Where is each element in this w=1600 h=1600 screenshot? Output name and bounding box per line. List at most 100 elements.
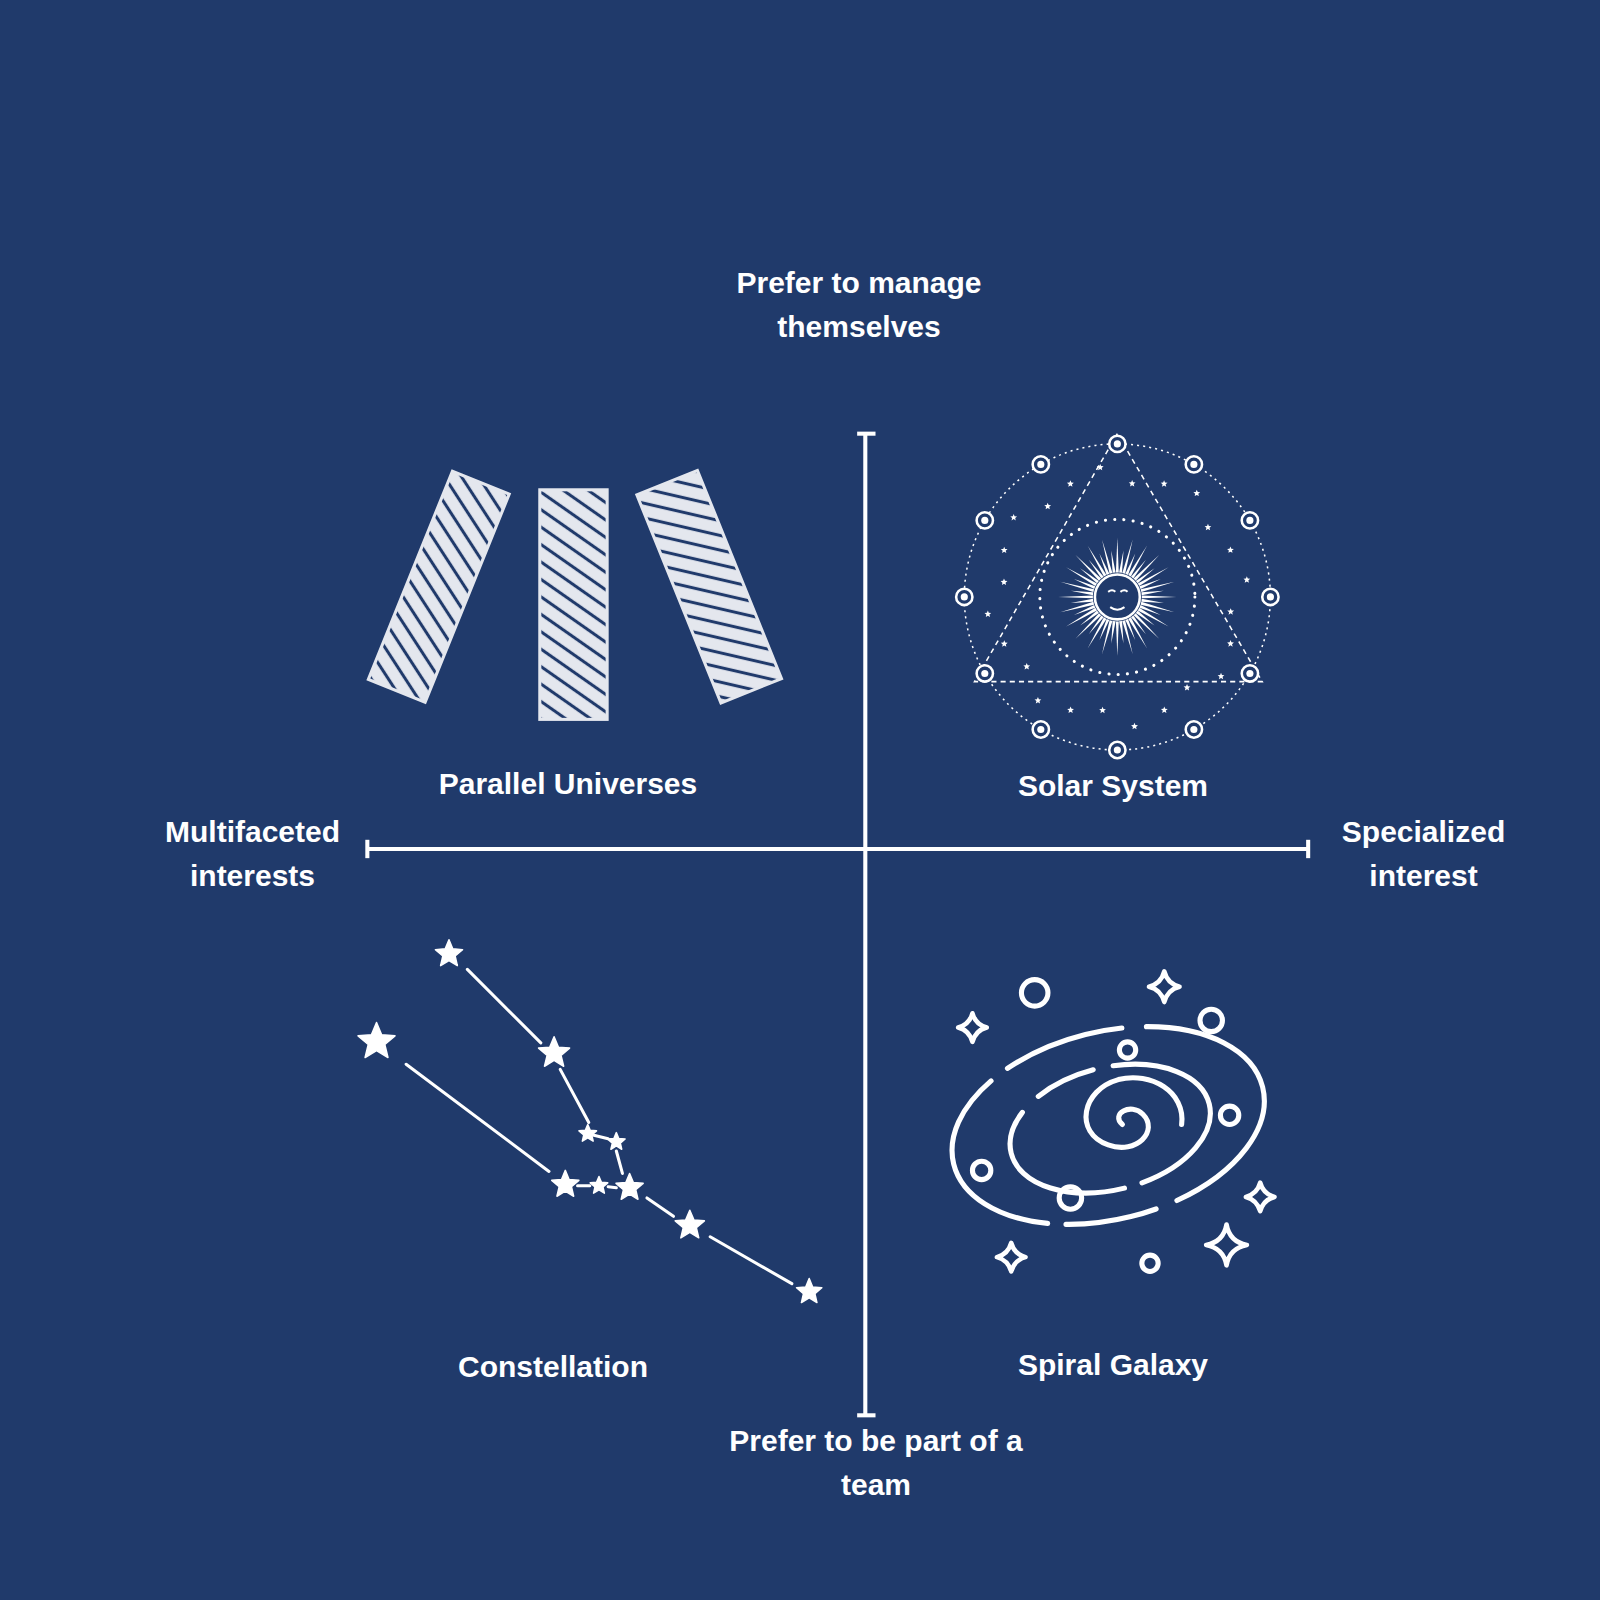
illustration-stroke — [1067, 707, 1074, 713]
illustration-stroke — [1023, 663, 1030, 669]
axis-label: Prefer to manage themselves — [704, 261, 1014, 349]
illustration-stroke — [1246, 670, 1253, 677]
illustration-stroke — [1243, 576, 1250, 582]
illustration-stroke — [1227, 640, 1234, 647]
illustration-stroke — [1040, 519, 1195, 674]
illustration-stroke — [1071, 599, 1093, 603]
illustration-stroke — [1111, 550, 1115, 572]
illustration-stroke — [1227, 608, 1234, 615]
illustration-stroke — [977, 512, 993, 528]
illustration-stroke — [1193, 490, 1200, 496]
illustration-stroke — [1161, 480, 1168, 486]
illustration-stroke — [1086, 1078, 1182, 1148]
illustration-stroke — [1142, 1255, 1158, 1271]
illustration-stroke — [1139, 605, 1160, 615]
illustration-stroke — [467, 969, 540, 1042]
illustration-stroke — [1246, 517, 1253, 524]
illustration-stroke — [1200, 1009, 1222, 1031]
illustration-stroke — [1001, 579, 1008, 585]
illustration-stroke — [1246, 1183, 1275, 1212]
illustration-stroke — [616, 1173, 643, 1199]
illustration-stroke — [368, 471, 509, 702]
axis-label: Specialized interest — [1301, 810, 1546, 898]
illustration-stroke — [1186, 456, 1202, 472]
illustration-stroke — [797, 1279, 822, 1303]
illustration-stroke — [997, 1243, 1026, 1272]
illustration-stroke — [1138, 567, 1169, 586]
illustration-stroke — [1119, 621, 1123, 643]
illustration-stroke — [540, 490, 607, 720]
illustration-stroke — [1114, 746, 1121, 753]
illustration-stroke — [1071, 591, 1093, 595]
illustration-stroke — [972, 1161, 990, 1179]
axis-label: Multifaceted interests — [130, 810, 375, 898]
illustration-stroke — [1267, 593, 1274, 600]
illustration-stroke — [1109, 742, 1125, 758]
illustration-stroke — [1114, 440, 1121, 447]
axis-label: Prefer to be part of a team — [691, 1419, 1061, 1507]
illustration-stroke — [1190, 461, 1197, 468]
illustration-stroke — [1125, 554, 1135, 575]
illustration-stroke — [1102, 620, 1112, 654]
illustration-stroke — [367, 847, 1308, 851]
illustration-stroke — [1001, 640, 1008, 647]
illustration-stroke — [863, 434, 867, 1416]
illustration-stroke — [961, 593, 968, 600]
illustration-stroke — [1186, 721, 1202, 737]
illustration-stroke — [958, 1013, 987, 1042]
illustration-stroke — [1034, 697, 1041, 704]
illustration-stroke — [974, 434, 1262, 682]
illustration-stroke — [1037, 726, 1044, 733]
illustration-stroke — [1262, 589, 1278, 605]
illustration-stroke — [1116, 621, 1119, 656]
illustration-stroke — [579, 1124, 597, 1141]
illustration-stroke — [1131, 723, 1138, 729]
illustration-stroke — [956, 589, 972, 605]
illustration-stroke — [1141, 591, 1163, 595]
illustration-stroke — [1306, 840, 1310, 858]
illustration-stroke — [964, 444, 1270, 750]
illustration-stroke — [1099, 707, 1106, 713]
illustration-stroke — [1102, 540, 1112, 574]
illustration-stroke — [1021, 980, 1048, 1007]
illustration-stroke — [406, 1064, 549, 1171]
illustration-stroke — [647, 1198, 674, 1216]
illustration-stroke — [1122, 540, 1132, 574]
quadrant-label: Constellation — [353, 1345, 753, 1389]
illustration-stroke — [857, 1413, 875, 1417]
illustration-stroke — [1111, 621, 1115, 643]
illustration-stroke — [616, 1151, 622, 1173]
illustration-stroke — [981, 517, 988, 524]
illustration-stroke — [857, 432, 875, 436]
illustration-stroke — [1033, 721, 1049, 737]
illustration-stroke — [1010, 514, 1017, 520]
illustration-stroke — [358, 1022, 395, 1057]
illustration-stroke — [931, 996, 1285, 1255]
illustration-stroke — [552, 1170, 579, 1196]
illustration-stroke — [578, 1184, 590, 1187]
illustration-stroke — [1190, 726, 1197, 733]
illustration-stroke — [1109, 436, 1125, 452]
axes — [367, 434, 1308, 1416]
illustration-stroke — [981, 670, 988, 677]
illustration-stroke — [1067, 480, 1074, 486]
illustration-stroke — [1060, 602, 1094, 612]
illustration-stroke — [608, 1187, 616, 1188]
illustration-stroke — [637, 470, 782, 703]
illustration-stroke — [590, 1177, 608, 1194]
illustration-stroke — [1134, 555, 1160, 581]
illustration-stroke — [1099, 619, 1109, 640]
illustration-stroke — [435, 940, 462, 966]
illustration-stroke — [1142, 596, 1177, 599]
illustration-stroke — [1218, 673, 1225, 680]
illustration-stroke — [1001, 547, 1008, 553]
illustration-stroke — [984, 611, 991, 618]
illustration-stroke — [1242, 512, 1258, 528]
illustration-stroke — [1076, 555, 1102, 581]
illustration-stroke — [1088, 546, 1107, 577]
illustration-stroke — [592, 1135, 608, 1139]
illustration-stroke — [1060, 582, 1094, 592]
illustration-stroke — [1037, 461, 1044, 468]
illustration-stroke — [1161, 706, 1168, 713]
